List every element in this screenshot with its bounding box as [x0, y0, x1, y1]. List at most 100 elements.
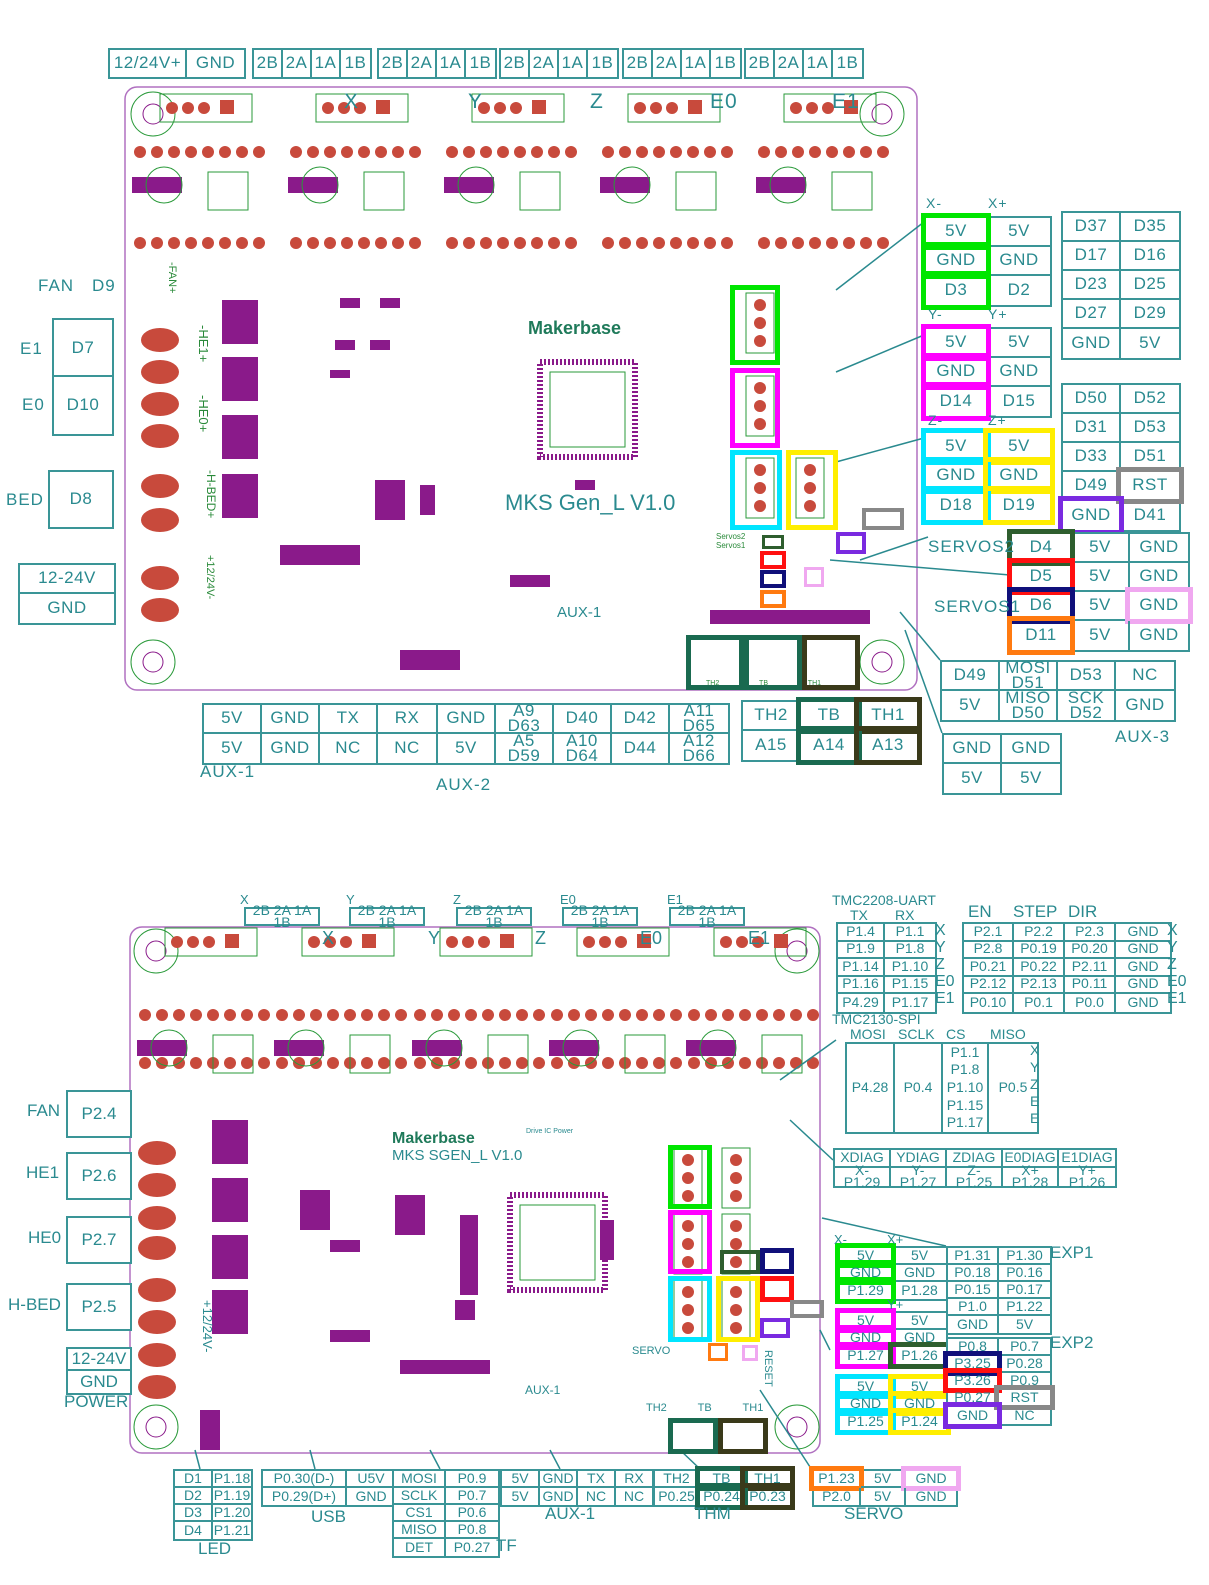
pin-label: P0.10	[969, 993, 1007, 1010]
z-max-endstop-marker	[786, 450, 838, 530]
b-z-endstop-marker	[668, 1276, 712, 1342]
pin-cell: D37	[1063, 213, 1121, 242]
label-miso: MISO	[990, 1026, 1026, 1042]
pin-cell: D18	[921, 486, 991, 525]
pin-label: GND	[1139, 595, 1179, 615]
endstop-connector	[745, 292, 775, 354]
header-pin	[378, 1057, 390, 1069]
motor-pin	[308, 936, 320, 948]
label-thm: THM	[694, 1504, 731, 1523]
pin-label: 1A	[561, 53, 584, 73]
driver-ms-jumpers	[675, 171, 717, 211]
screw-terminal	[141, 392, 179, 416]
header-pin	[877, 237, 889, 249]
pin-label: 5V	[511, 1487, 529, 1504]
label-x-plus: X+	[988, 195, 1008, 211]
pin-label: 5V	[856, 1246, 875, 1263]
screw-terminal	[138, 1310, 176, 1334]
pin-label: 5V	[910, 1311, 929, 1328]
pin-cell: 5V	[1072, 534, 1130, 563]
pin-table-row: D8	[50, 472, 112, 527]
mounting-hole-inner	[786, 940, 808, 962]
pin-label: TX	[587, 1469, 605, 1486]
header-pin	[568, 1009, 580, 1021]
pin-cell: D27	[1063, 300, 1121, 329]
pin-cell: TH1	[740, 1466, 795, 1491]
header-pin	[431, 1009, 443, 1021]
header-pin	[602, 237, 614, 249]
pin-cell: P1.10	[885, 959, 935, 977]
header-pin	[670, 1057, 682, 1069]
leader-lines	[194, 221, 1011, 1471]
pin-label: SCK D52	[1067, 688, 1105, 722]
header-pin	[843, 146, 855, 158]
header-pin	[653, 237, 665, 249]
b-tb-marker	[668, 1418, 718, 1454]
gnd-marker	[836, 532, 866, 554]
pin-label: 1A	[684, 53, 707, 73]
pin-table-bottom-hbed: P2.5	[66, 1283, 132, 1331]
header-pin	[358, 237, 370, 249]
header-pin	[636, 1009, 648, 1021]
pin-label: P0.27	[954, 1388, 991, 1405]
pin-label: 5V	[945, 221, 967, 241]
pin-cell: P1.27	[835, 1342, 896, 1369]
header-pin	[809, 146, 821, 158]
pin-label: P2.11	[1071, 957, 1108, 974]
motor-pin-square	[225, 934, 239, 948]
endstop-pin	[682, 1220, 694, 1232]
pin-label: D53	[1069, 665, 1103, 685]
header-pin	[773, 1009, 785, 1021]
header-pin	[431, 1057, 443, 1069]
pin-label: D27	[1074, 303, 1108, 323]
driver-ms-jumpers	[761, 1034, 803, 1074]
motor-pin	[171, 936, 183, 948]
header-pin	[276, 1009, 288, 1021]
driver-jumper	[686, 1040, 736, 1056]
pin-table-row: P2.6	[68, 1154, 130, 1198]
mosfet	[222, 415, 258, 459]
pin-cell: A12 D66	[670, 732, 728, 763]
pin-table-row: D10	[54, 377, 112, 434]
mounting-hole	[774, 1404, 820, 1450]
pin-label: D53	[1133, 417, 1167, 437]
header-pin	[516, 1057, 528, 1069]
pin-cell: P2.3	[1065, 924, 1116, 942]
motor-pin	[806, 102, 818, 114]
pin-cell: 5V	[861, 1488, 906, 1505]
pin-label: GND	[936, 465, 976, 485]
top-hbed-silk: -H-BED+	[204, 470, 218, 519]
driver-ms-jumpers	[349, 1034, 391, 1074]
header-pin	[307, 237, 319, 249]
header-pin	[653, 146, 665, 158]
header-pin	[792, 237, 804, 249]
motor-pin	[494, 102, 506, 114]
endstop-pin	[754, 500, 766, 512]
smd-part	[460, 1215, 478, 1295]
pin-label: GND	[270, 708, 310, 728]
pin-cell: D15	[988, 387, 1050, 416]
b-zmax-endstop-marker	[716, 1276, 760, 1342]
endstop-pin	[754, 335, 766, 347]
pin-cell: 2B	[254, 50, 283, 77]
pin-cell: TX	[578, 1471, 616, 1488]
header-pin	[688, 1009, 700, 1021]
header-pin	[463, 237, 475, 249]
header-pin	[807, 1009, 819, 1021]
x-endstop-marker	[730, 285, 780, 365]
pin-label: U5V	[357, 1469, 385, 1486]
smd-part	[600, 1220, 614, 1260]
pin-table-row: P0.30(D-)U5V	[263, 1471, 395, 1488]
pin-label: P0.0	[1075, 993, 1104, 1010]
smd-part	[420, 485, 435, 515]
header-pin	[585, 1009, 597, 1021]
pin-cell: GND	[921, 242, 991, 279]
pin-table-row: 2B 2A 1A 1B	[671, 903, 743, 929]
b-p126-marker	[720, 1250, 760, 1274]
